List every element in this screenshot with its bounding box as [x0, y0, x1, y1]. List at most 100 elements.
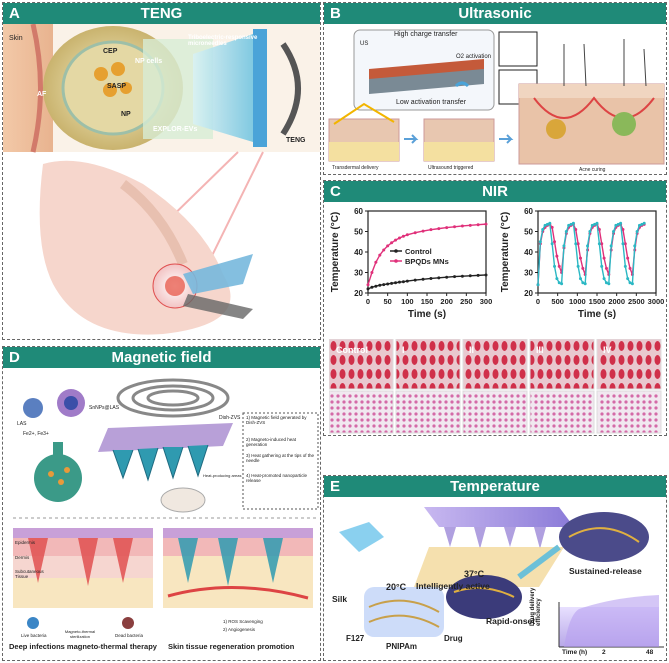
label-subcut: Subcutaneous Tissue	[15, 569, 44, 579]
panel-b: Ultrasonic B US High charge transfer O2 …	[323, 2, 667, 175]
chart1-data-point	[476, 273, 480, 277]
chart2-ylabel: Temperature (°C)	[500, 212, 511, 293]
label-f127: F127	[346, 634, 365, 643]
chart2-data-point	[623, 264, 627, 268]
label-triggered: Ultrasound triggered	[428, 165, 474, 171]
chart1-data-point	[390, 281, 394, 285]
chart1-data-point	[445, 275, 449, 279]
chart2-series-line-1	[537, 222, 645, 285]
label-sustained: Sustained-release	[569, 566, 642, 576]
panel-b-title: Ultrasonic	[458, 5, 532, 22]
chart2-xlabel: Time (s)	[578, 309, 616, 320]
panel-a-title: TENG	[140, 5, 183, 22]
panel-a-header: TENG	[3, 3, 320, 24]
panel-c-title: NIR	[482, 183, 508, 200]
rapid-particle	[446, 575, 522, 619]
chart2-data-point	[578, 256, 582, 260]
chart1-data-point	[405, 233, 409, 237]
chart1-data-point	[374, 260, 378, 264]
label-live: Live bacteria	[21, 633, 47, 638]
chart1-ytick-label: 60	[354, 207, 363, 216]
chart2-data-point	[614, 223, 618, 227]
label-efficiency: Drug delivery efficiency	[530, 587, 542, 626]
chart2-data-point	[602, 256, 606, 260]
chart1-legend-marker	[394, 249, 398, 253]
chart2-data-point	[567, 223, 571, 227]
chart1-data-point	[378, 253, 382, 257]
chart2-data-point	[633, 244, 637, 248]
chart1-ytick-label: 30	[354, 269, 363, 278]
caption-deep: Deep infections magneto-thermal therapy	[9, 642, 157, 651]
chart2-data-point	[609, 244, 613, 248]
chart1-data-point	[429, 228, 433, 232]
panel-b-letter: B	[330, 5, 341, 22]
label-rapid: Rapid-onset	[486, 616, 536, 626]
patch-plate	[98, 423, 233, 452]
chart2-data-point	[548, 221, 552, 225]
chart2-data-point	[581, 281, 585, 285]
label-sasp: SASP	[107, 83, 127, 90]
chart1-data-point	[382, 248, 386, 252]
label-t20: 20°C	[386, 582, 407, 592]
chart2-ytick-label: 50	[524, 228, 533, 237]
chart2-xtick-label: 3000	[648, 297, 665, 306]
mn-photo-bottom	[596, 390, 662, 434]
chart2-data-point	[569, 222, 573, 226]
panel-e-letter: E	[330, 478, 341, 495]
teng-device	[280, 42, 301, 136]
label-us: US	[360, 41, 369, 47]
panel-a-letter: A	[9, 5, 20, 22]
chart2-data-point	[576, 242, 580, 246]
chart2-data-point	[600, 242, 604, 246]
chart1-data-point	[421, 277, 425, 281]
label-microneedles: Triboelectric-responsive microneedles	[188, 35, 258, 47]
label-ros: 1) ROS Scavenging	[223, 619, 263, 624]
chart1-data-point	[484, 273, 488, 277]
chart1-ytick-label: 20	[354, 289, 363, 298]
chart1-data-point	[468, 223, 472, 227]
label-time: Time (h)	[562, 649, 588, 656]
label-x2: 2	[602, 649, 606, 656]
chart2-xtick-label: 1000	[569, 297, 586, 306]
label-epidermis: Epidermis	[15, 540, 36, 545]
chart1-data-point	[405, 279, 409, 283]
panel-d: Magnetic field D LAS SnNPs@LAS Dish-ZVS	[2, 346, 321, 661]
panel-c-header: NIR	[324, 181, 666, 202]
chart1-data-point	[394, 238, 398, 242]
chart2-data-point	[562, 244, 566, 248]
panel-c-letter: C	[330, 183, 341, 200]
panel-d-letter: D	[9, 349, 20, 366]
label-dermis: Dermis	[15, 555, 30, 560]
chart2-data-point	[564, 230, 568, 233]
label-step4: 4) Heat-promoted nanoparticle release	[246, 473, 308, 483]
chart2-data-point	[550, 242, 554, 246]
chart2-data-point	[543, 223, 547, 227]
chart2-data-point	[621, 227, 625, 231]
sasp-particle	[94, 67, 108, 81]
chart1-xtick-label: 250	[460, 297, 473, 306]
chart1-data-point	[366, 287, 370, 291]
chart1-data-point	[484, 222, 488, 226]
chart2-data-point	[604, 266, 608, 270]
label-high-transfer: High charge transfer	[394, 31, 458, 38]
chart2-data-point	[581, 266, 585, 270]
chart1-data-point	[476, 223, 480, 227]
label-step2: 2) Magneto-induced heat generation	[246, 437, 297, 447]
chart2-data-point	[619, 221, 623, 225]
label-las: LAS	[17, 421, 27, 427]
label-step1: 1) Magnetic field generated by Dish-ZVS	[246, 415, 307, 425]
chart1-data-point	[468, 274, 472, 278]
panel-d-header: Magnetic field	[3, 347, 320, 368]
chart2-data-point	[586, 244, 590, 248]
chart2-data-point	[590, 223, 594, 227]
chart2-data-point	[574, 227, 578, 231]
mn-photo-top	[596, 339, 662, 390]
chart1-data-point	[378, 283, 382, 287]
chart1-ylabel: Temperature (°C)	[330, 212, 341, 293]
chart2-data-point	[550, 225, 554, 229]
chart2-data-point	[553, 240, 557, 244]
label-snnps: SnNPs@LAS	[89, 405, 120, 411]
photo-label-3: III	[536, 345, 544, 355]
label-angio: 2) Angiogenesis	[223, 627, 256, 632]
